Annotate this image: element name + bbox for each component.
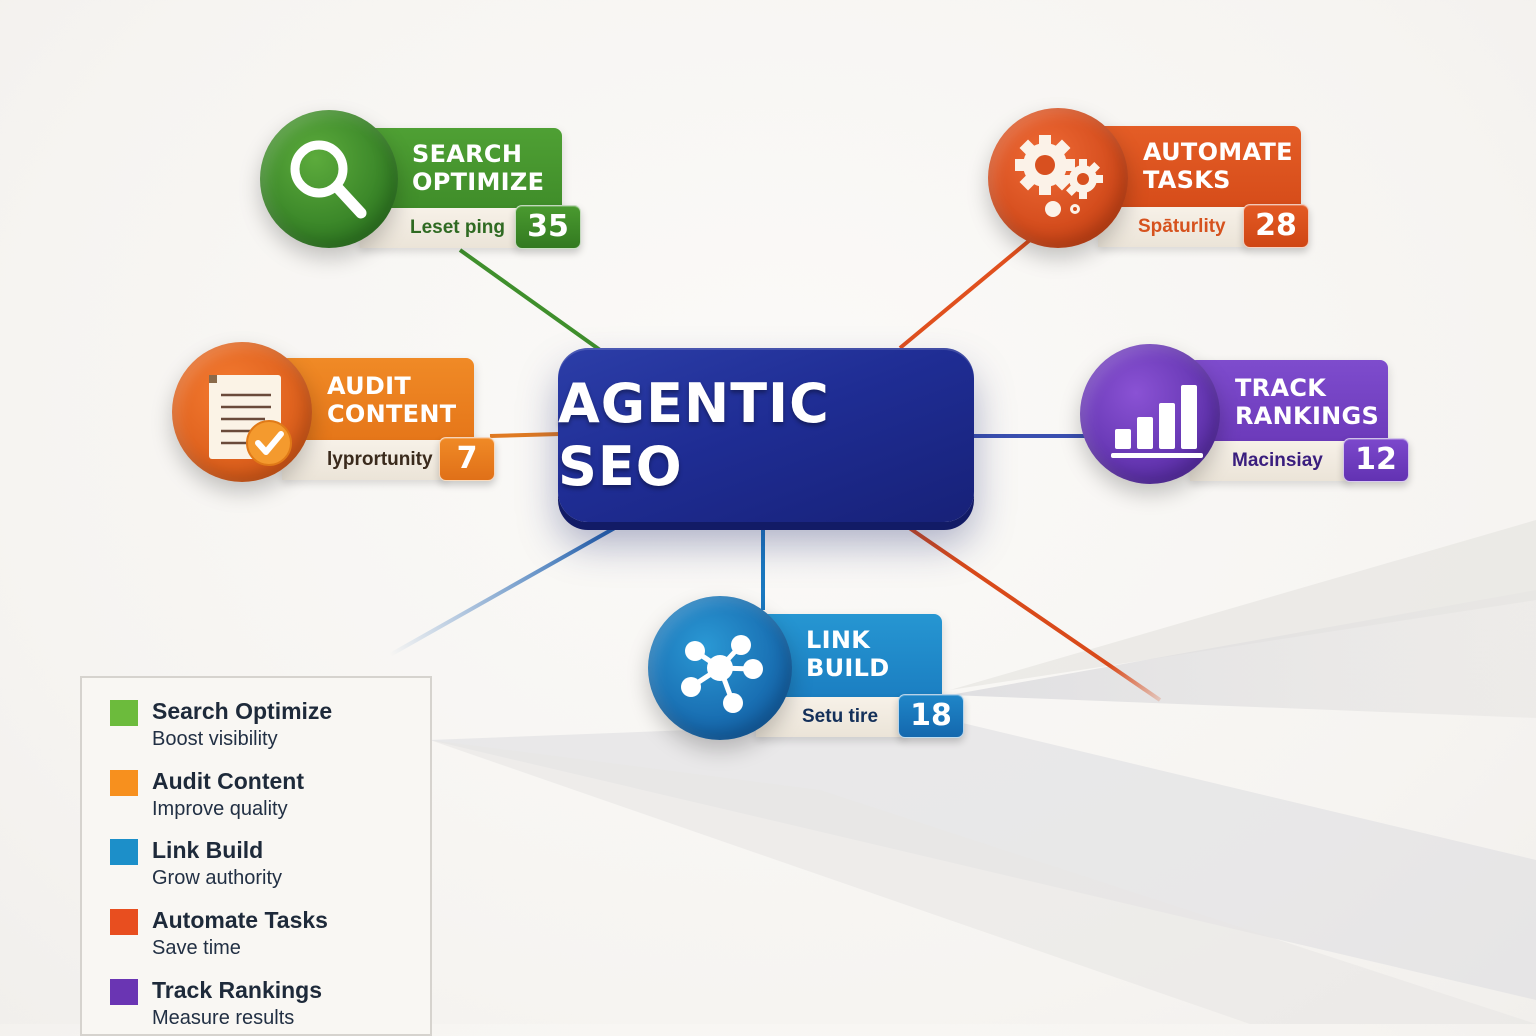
node-icon-disc	[648, 596, 792, 740]
node-audit-content[interactable]: AUDIT CONTENT lyprortunity 7	[172, 342, 502, 487]
legend-desc: Improve quality	[152, 798, 288, 820]
node-icon-disc	[988, 108, 1128, 248]
node-subtext: Leset ping	[410, 217, 506, 238]
document-check-icon	[209, 375, 292, 466]
legend-label: Track Rankings	[152, 977, 323, 1003]
legend-label: Search Optimize	[152, 698, 333, 724]
node-track-rankings[interactable]: TRACK RANKINGS Macinsiay 12	[1080, 344, 1415, 489]
node-count-badge: 7	[439, 437, 495, 481]
connector-search	[458, 248, 602, 352]
legend-swatch-icon	[110, 979, 138, 1005]
node-subtext: lyprortunity	[327, 449, 433, 470]
node-count-badge: 35	[515, 205, 581, 249]
gears-icon	[1015, 135, 1103, 217]
node-title-line2: OPTIMIZE	[412, 168, 545, 196]
node-link-build[interactable]: LINK BUILD Setu tire 18	[648, 596, 968, 746]
node-count-badge: 12	[1343, 438, 1409, 482]
node-title-line1: AUDIT	[327, 372, 412, 400]
node-title-line2: RANKINGS	[1235, 402, 1380, 430]
magnifier-icon	[290, 140, 367, 219]
legend-desc: Grow authority	[152, 867, 283, 889]
node-automate-tasks[interactable]: AUTOMATE TASKS Spāturlity 28	[988, 108, 1318, 258]
node-subtext: Setu tire	[802, 706, 879, 727]
network-icon	[681, 635, 763, 713]
legend-swatch-icon	[110, 700, 138, 726]
legend-panel: Search Optimize Boost visibility Audit C…	[80, 676, 432, 1036]
connector-automate	[898, 238, 1032, 350]
hub-title: AGENTIC SEO	[558, 372, 830, 498]
legend-label: Link Build	[152, 837, 264, 863]
node-count-badge: 28	[1243, 204, 1309, 248]
node-title-line1: TRACK	[1235, 374, 1327, 402]
node-title-line1: AUTOMATE	[1143, 138, 1293, 166]
bar-chart-icon	[1111, 385, 1203, 458]
node-search-optimize[interactable]: SEARCH OPTIMIZE Leset ping 35	[260, 110, 590, 260]
node-subtext: Spāturlity	[1138, 216, 1226, 237]
node-title-line2: BUILD	[806, 654, 890, 682]
node-title-line2: CONTENT	[327, 400, 457, 428]
node-title-line1: SEARCH	[412, 140, 523, 168]
legend-swatch-icon	[110, 770, 138, 796]
node-icon-disc	[172, 342, 312, 482]
legend-swatch-icon	[110, 909, 138, 935]
legend-desc: Boost visibility	[152, 728, 278, 750]
connector-left-fade	[389, 523, 621, 657]
central-hub[interactable]: AGENTIC SEO	[558, 348, 974, 522]
legend-label: Automate Tasks	[152, 907, 328, 933]
node-title-line2: TASKS	[1143, 166, 1231, 194]
connector-right-fade	[903, 523, 1162, 702]
node-icon-disc	[1080, 344, 1220, 484]
legend-desc: Save time	[152, 937, 241, 959]
legend-label: Audit Content	[152, 768, 305, 794]
node-icon-disc	[260, 110, 398, 248]
legend-desc: Measure results	[152, 1007, 295, 1029]
node-title-line1: LINK	[806, 626, 871, 654]
node-subtext: Macinsiay	[1232, 450, 1323, 471]
connector-audit	[489, 432, 561, 438]
node-count-badge: 18	[898, 694, 964, 738]
legend-swatch-icon	[110, 839, 138, 865]
